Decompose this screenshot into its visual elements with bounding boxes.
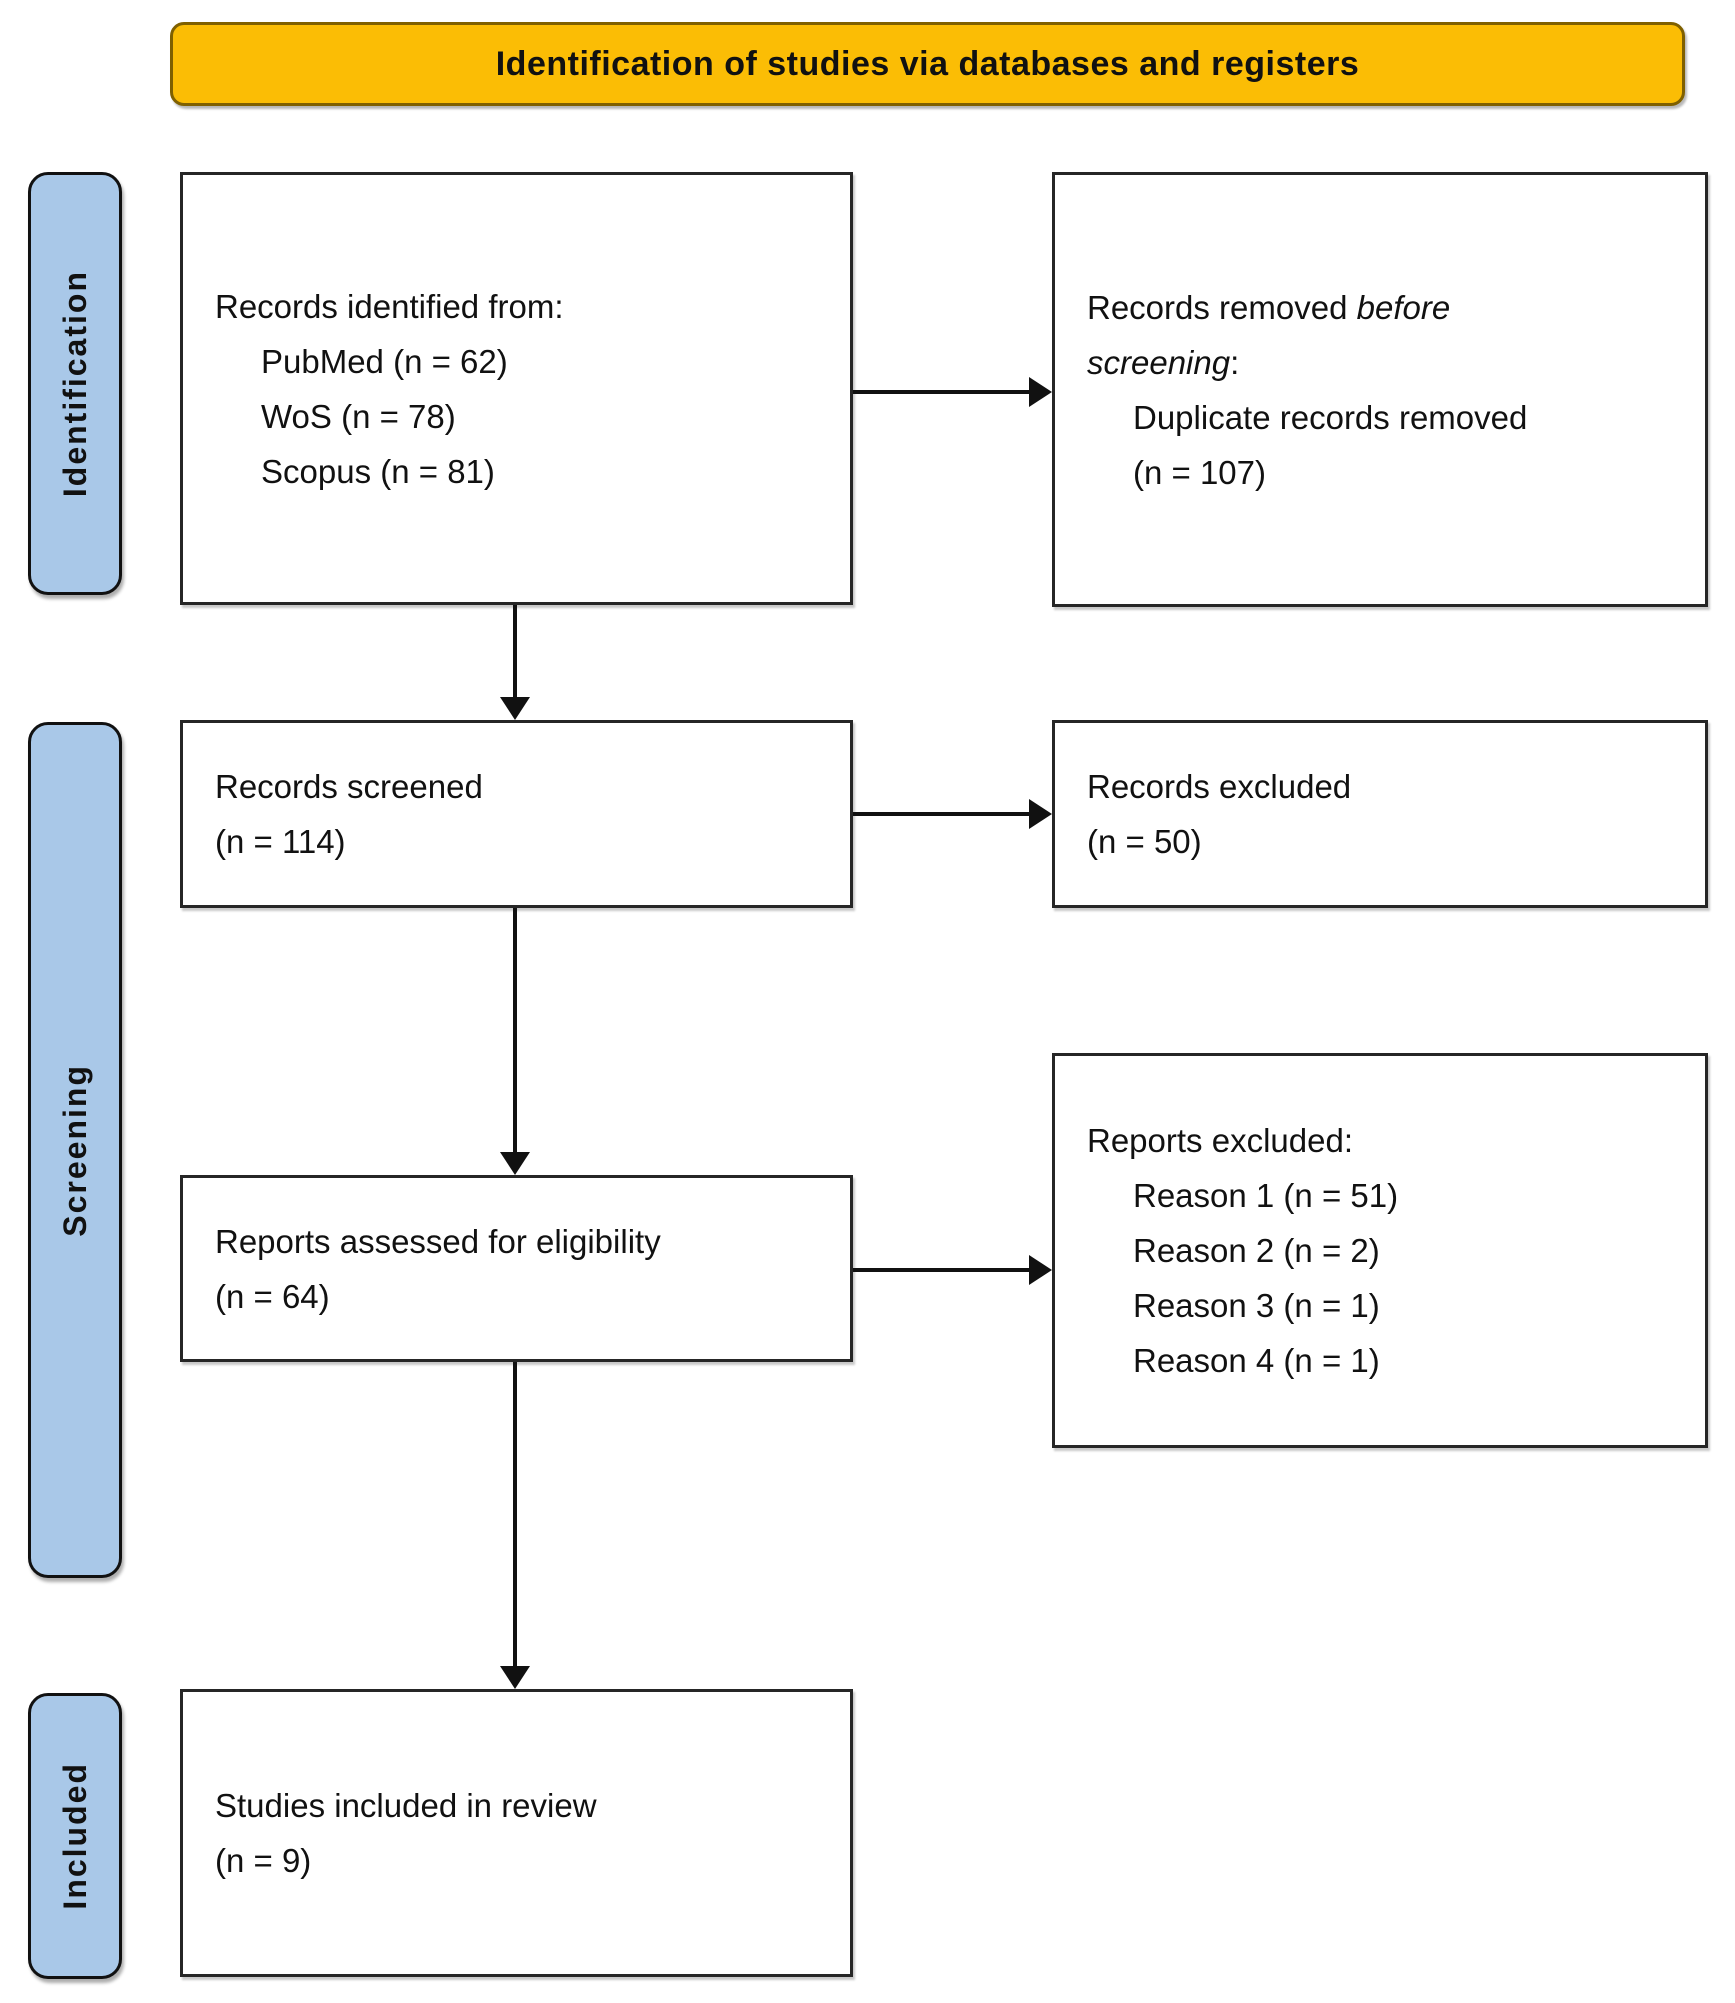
arrow-assessed-to-reports-excluded — [853, 1255, 1052, 1285]
records-removed-title-regular: Records removed — [1087, 288, 1357, 326]
records-identified-title: Records identified from: — [215, 287, 564, 325]
arrow-identified-to-screened — [500, 605, 530, 720]
reports-excluded-reason-1: Reason 1 (n = 51) — [1133, 1177, 1399, 1214]
studies-included-count: (n = 9) — [215, 1842, 312, 1879]
arrow-head-right-icon — [1029, 1255, 1052, 1285]
arrow-screened-to-assessed — [500, 908, 530, 1175]
arrow-screened-to-excluded — [853, 799, 1052, 829]
phase-bar-included: Included — [28, 1693, 122, 1979]
arrow-head-down-icon — [500, 1666, 530, 1689]
records-excluded-label: Records excluded — [1087, 768, 1352, 805]
box-studies-included: Studies included in review (n = 9) — [180, 1689, 853, 1977]
reports-excluded-reason-2: Reason 2 (n = 2) — [1133, 1232, 1380, 1269]
arrow-shaft — [513, 908, 517, 1152]
reports-excluded-reason-4: Reason 4 (n = 1) — [1133, 1342, 1380, 1379]
records-removed-duplicates-count: (n = 107) — [1133, 453, 1266, 491]
reports-assessed-count: (n = 64) — [215, 1277, 330, 1315]
phase-bar-screening-label: Screening — [56, 1063, 93, 1237]
arrow-head-right-icon — [1029, 799, 1052, 829]
arrow-assessed-to-included — [500, 1362, 530, 1689]
records-identified-source-wos: WoS (n = 78) — [261, 397, 456, 435]
records-removed-title-italic2: screening — [1087, 343, 1231, 381]
arrow-head-down-icon — [500, 1152, 530, 1175]
records-screened-count: (n = 114) — [215, 823, 346, 860]
phase-bar-identification-label: Identification — [56, 269, 93, 498]
phase-bar-screening: Screening — [28, 722, 122, 1578]
reports-excluded-title: Reports excluded: — [1087, 1122, 1353, 1159]
arrow-shaft — [513, 605, 517, 697]
box-records-excluded: Records excluded (n = 50) — [1052, 720, 1708, 908]
box-records-identified: Records identified from: PubMed (n = 62)… — [180, 172, 853, 605]
arrow-head-right-icon — [1029, 377, 1052, 407]
box-reports-assessed: Reports assessed for eligibility (n = 64… — [180, 1175, 853, 1362]
arrow-shaft — [513, 1362, 517, 1666]
studies-included-label: Studies included in review — [215, 1787, 597, 1824]
records-removed-title-line2: screening: — [1087, 335, 1691, 390]
box-records-removed-before-screening: Records removed before screening: Duplic… — [1052, 172, 1708, 607]
reports-assessed-label: Reports assessed for eligibility — [215, 1222, 661, 1260]
arrow-shaft — [853, 812, 1029, 816]
records-screened-label: Records screened — [215, 768, 483, 805]
records-identified-source-pubmed: PubMed (n = 62) — [261, 342, 508, 380]
records-removed-title-colon: : — [1230, 343, 1240, 381]
reports-excluded-reason-3: Reason 3 (n = 1) — [1133, 1287, 1380, 1324]
records-removed-duplicates: Duplicate records removed — [1133, 398, 1528, 436]
phase-bar-included-label: Included — [56, 1762, 93, 1910]
records-removed-title-line1: Records removed before — [1087, 280, 1691, 335]
records-removed-title-italic: before — [1356, 288, 1451, 326]
banner-title: Identification of studies via databases … — [495, 44, 1360, 83]
records-identified-source-scopus: Scopus (n = 81) — [261, 452, 495, 490]
arrow-shaft — [853, 390, 1029, 394]
arrow-identified-to-removed — [853, 377, 1052, 407]
phase-bar-identification: Identification — [28, 172, 122, 595]
banner-identification-of-studies: Identification of studies via databases … — [170, 22, 1685, 106]
box-records-screened: Records screened (n = 114) — [180, 720, 853, 908]
box-reports-excluded: Reports excluded: Reason 1 (n = 51) Reas… — [1052, 1053, 1708, 1448]
records-excluded-count: (n = 50) — [1087, 823, 1202, 860]
arrow-shaft — [853, 1268, 1029, 1272]
arrow-head-down-icon — [500, 697, 530, 720]
